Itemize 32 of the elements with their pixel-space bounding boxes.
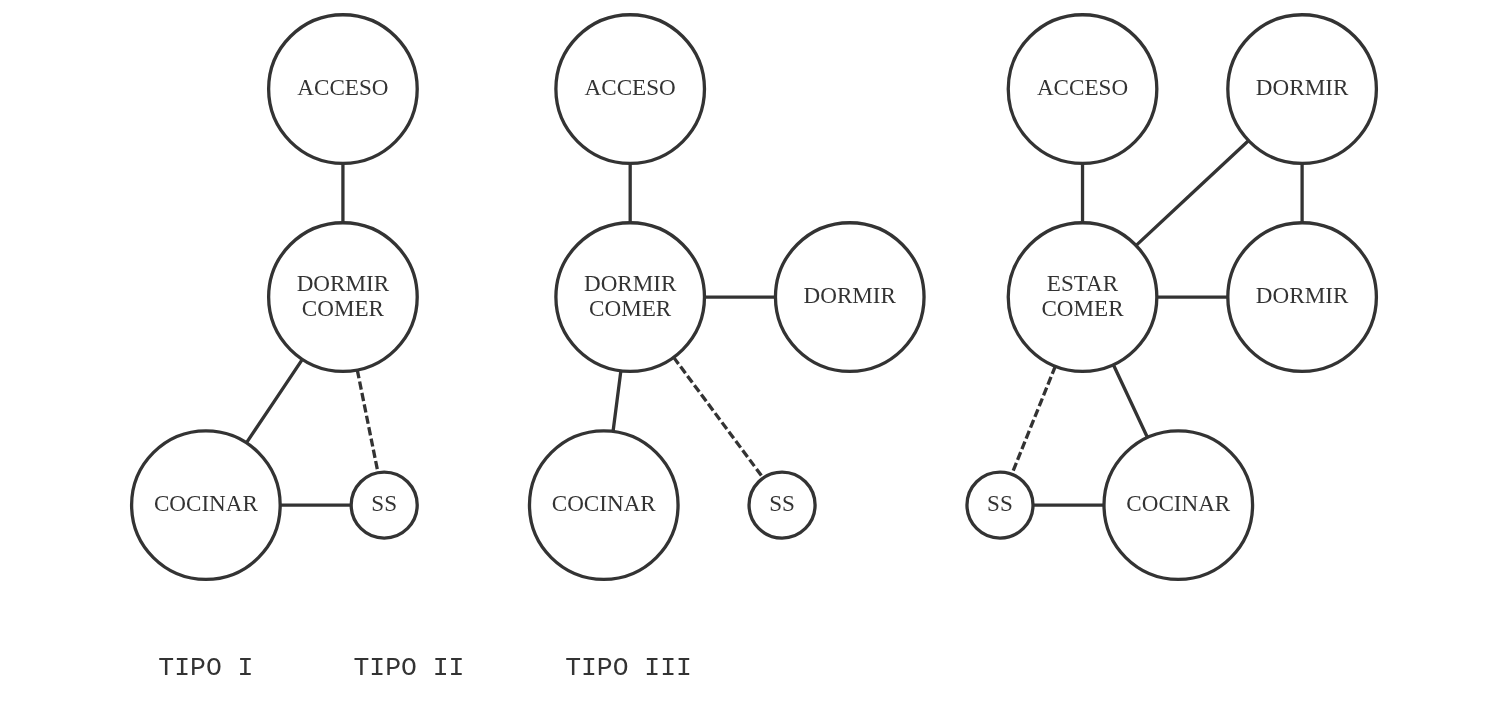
node-circle: SS [349, 470, 419, 540]
node-circle: COCINAR [527, 429, 680, 581]
node-circle: ACCESO [1006, 13, 1159, 165]
connector [1112, 364, 1149, 438]
connector [245, 358, 304, 444]
connector [628, 163, 632, 223]
node-circle: DORMIR [773, 221, 926, 373]
connector [341, 163, 345, 223]
node-circle: SS [747, 470, 817, 540]
connector [1300, 163, 1304, 223]
node-circle: ESTAR COMER [1006, 221, 1159, 373]
connector [611, 370, 623, 432]
label: TIPO III [565, 652, 692, 683]
node-circle: SS [965, 470, 1035, 540]
connector [1033, 503, 1104, 507]
node-circle: DORMIR COMER [267, 221, 419, 373]
node-circle: DORMIR COMER [554, 221, 707, 373]
node-circle: ACCESO [267, 13, 419, 165]
connector [1157, 295, 1228, 299]
node-circle: DORMIR [1226, 13, 1379, 165]
connector [1080, 163, 1085, 223]
connector [280, 503, 351, 507]
node-circle: DORMIR [1226, 221, 1379, 373]
connector [672, 356, 765, 479]
connector [1010, 365, 1057, 475]
node-circle: COCINAR [129, 429, 282, 581]
node-circle: ACCESO [554, 13, 707, 165]
connector [704, 295, 775, 299]
node-circle: COCINAR [1102, 429, 1255, 581]
label: TIPO I [158, 652, 254, 683]
label: TIPO II [353, 652, 465, 683]
connector [1135, 139, 1250, 247]
